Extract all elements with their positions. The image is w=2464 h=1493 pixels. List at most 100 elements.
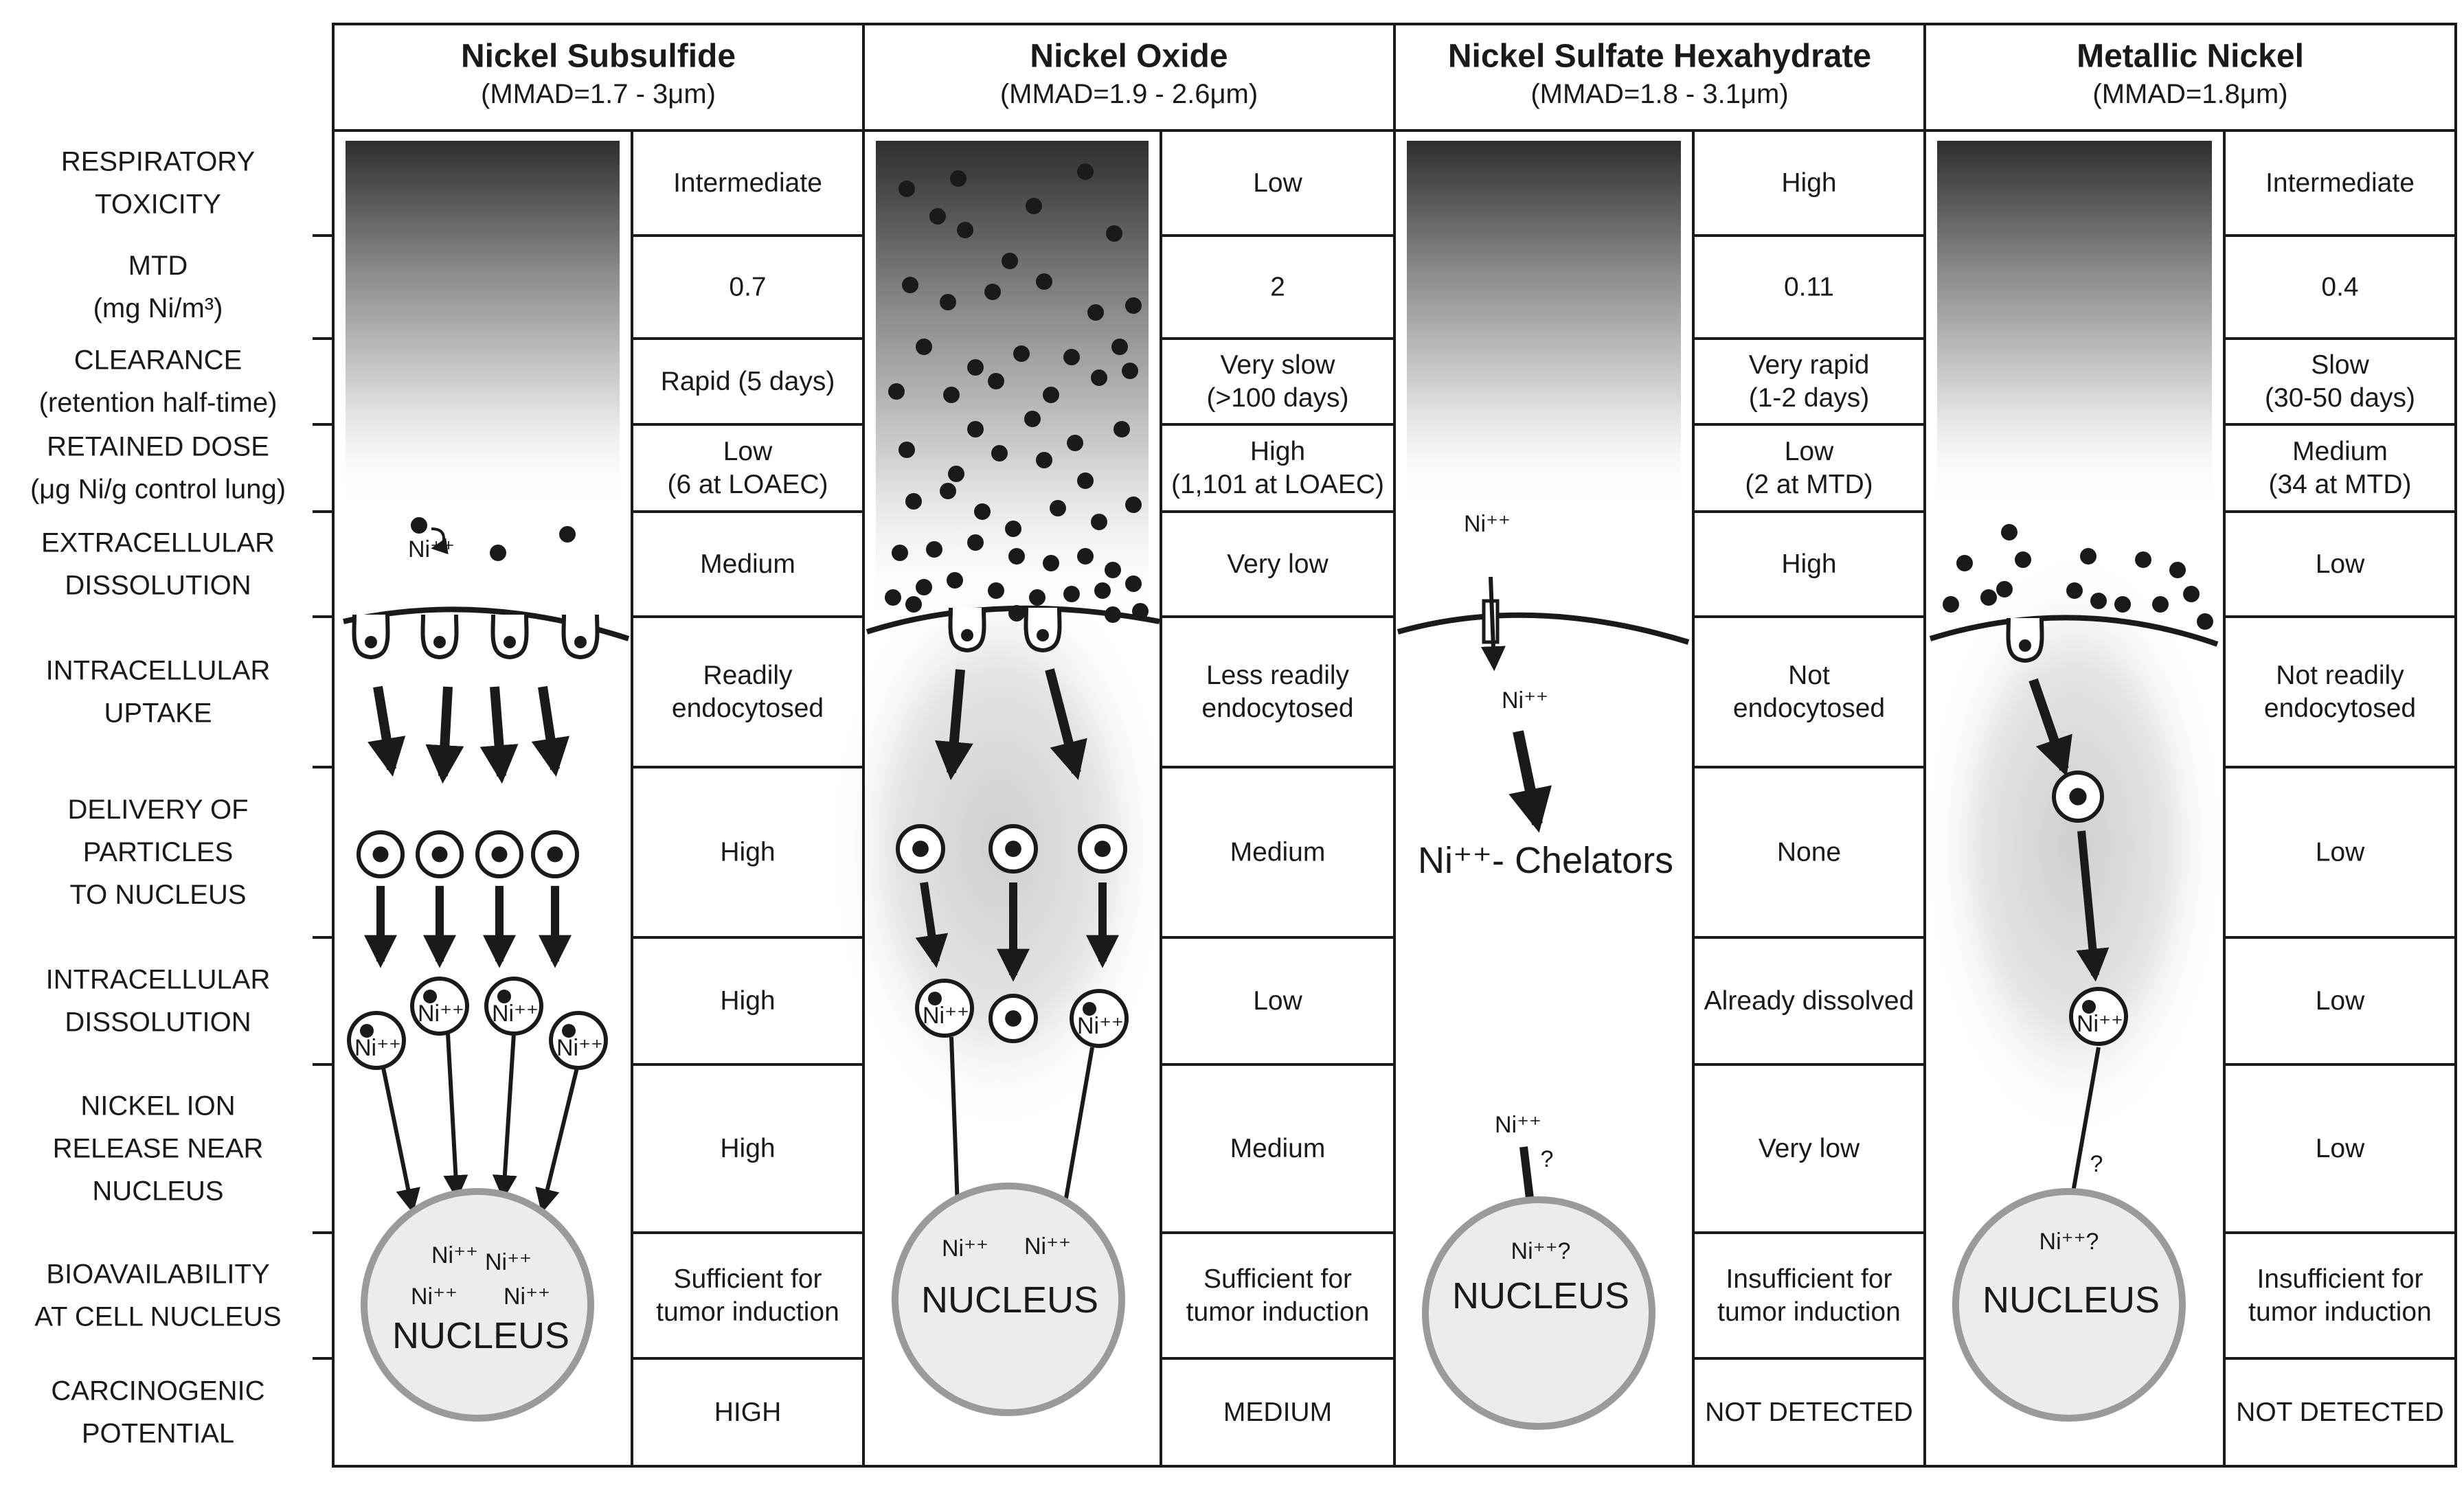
cell-membrane	[1929, 615, 2219, 647]
dissolution-arrow	[431, 527, 449, 555]
ion-label: Ni⁺⁺	[1077, 1013, 1124, 1039]
particle	[1029, 589, 1045, 606]
value-cell: Low(6 at LOAEC)	[667, 437, 828, 499]
ion-label: Ni⁺⁺	[2077, 1011, 2123, 1037]
dissolving-vesicle: Ni⁺⁺	[2069, 987, 2128, 1046]
arrow	[1045, 668, 1087, 780]
airborne-particle-gradient	[346, 141, 620, 512]
value-cell: Low	[1253, 986, 1302, 1016]
particle	[559, 526, 576, 543]
value-cell: High	[720, 986, 775, 1016]
ion-label: Ni⁺⁺	[492, 1001, 539, 1027]
nucleus-label: NUCLEUS	[921, 1279, 1098, 1321]
particle	[948, 466, 964, 482]
arrow	[368, 685, 406, 777]
particle	[1125, 575, 1142, 592]
vesicle-particle	[423, 990, 437, 1003]
dissolving-vesicle: Ni⁺⁺	[1070, 989, 1129, 1048]
arrow	[492, 1033, 517, 1200]
particle	[1067, 435, 1083, 451]
ion-question-label: Ni⁺⁺?	[1511, 1238, 1571, 1264]
particle	[1094, 582, 1111, 599]
value-cell: Low(2 at MTD)	[1745, 437, 1873, 499]
question-mark: ?	[2090, 1151, 2103, 1177]
ion-label: Ni⁺⁺	[1502, 687, 1548, 714]
particle	[2001, 524, 2017, 540]
particle	[940, 294, 956, 310]
value-cell: 0.7	[729, 273, 766, 302]
ion-label: Ni⁺⁺	[485, 1249, 532, 1275]
particle	[898, 442, 915, 458]
value-cell: Low	[2316, 986, 2365, 1016]
particle	[2135, 551, 2151, 568]
column-title: Nickel Oxide	[1030, 38, 1228, 75]
particle	[2197, 613, 2213, 630]
pit-particle	[2019, 639, 2031, 652]
value-cell: Low	[2316, 1134, 2365, 1163]
ion-label: Ni⁺⁺	[431, 1242, 478, 1268]
pit-particle	[504, 636, 516, 648]
value-cell: Very slow(>100 days)	[1206, 350, 1348, 413]
vesicle-particle	[2082, 1000, 2096, 1014]
arrow	[2076, 830, 2110, 982]
endosome-vesicle	[988, 994, 1038, 1043]
vesicle-particle	[491, 846, 508, 863]
column-subtitle: (MMAD=1.9 - 2.6μm)	[1000, 79, 1258, 109]
particle	[1111, 339, 1128, 355]
vesicle-particle	[547, 846, 563, 863]
column-subtitle: (MMAD=1.7 - 3μm)	[481, 79, 716, 109]
column-subtitle: (MMAD=1.8μm)	[2092, 79, 2287, 109]
value-cell: Already dissolved	[1704, 986, 1914, 1016]
dissolving-vesicle: Ni⁺⁺	[410, 977, 469, 1036]
particle	[1106, 225, 1122, 242]
particle	[1087, 304, 1104, 321]
particle	[1077, 163, 1094, 180]
particle	[885, 589, 901, 606]
dissolving-vesicle: Ni⁺⁺	[915, 979, 974, 1038]
row-label: RETAINED DOSE(μg Ni/g control lung)	[30, 432, 286, 505]
particle	[2152, 596, 2169, 613]
arrow	[531, 685, 570, 777]
particle	[1063, 349, 1080, 365]
particle	[898, 181, 915, 197]
ion-label: Ni⁺⁺	[923, 1003, 969, 1029]
vesicle-particle	[1005, 841, 1021, 857]
row-label: CLEARANCE(retention half-time)	[39, 345, 278, 418]
ion-label: Ni⁺⁺	[556, 1035, 603, 1061]
particle	[411, 517, 427, 534]
particle	[2015, 551, 2031, 568]
value-cell: MEDIUM	[1223, 1398, 1332, 1427]
vesicle-particle	[2069, 788, 2087, 806]
ion-label: Ni⁺⁺	[1024, 1233, 1071, 1260]
value-cell: Slow(30-50 days)	[2265, 350, 2415, 413]
arrow	[381, 1067, 420, 1214]
column-subtitle: (MMAD=1.8 - 3.1μm)	[1530, 79, 1788, 109]
particle	[974, 503, 991, 520]
vesicle-particle	[360, 1024, 374, 1038]
value-cell: 0.11	[1784, 273, 1834, 302]
airborne-particle-gradient	[1937, 141, 2212, 512]
question-mark: ?	[1541, 1146, 1554, 1172]
chelators-label: Ni⁺⁺- Chelators	[1418, 840, 1673, 881]
value-cell: Low	[2316, 838, 2365, 867]
vesicle-particle	[562, 1024, 576, 1038]
value-cell: None	[1777, 838, 1841, 867]
value-cell: High	[720, 1134, 775, 1163]
particle	[916, 339, 932, 355]
vesicle-particle	[431, 846, 448, 863]
endosome-vesicle	[988, 824, 1038, 874]
row-label: MTD(mg Ni/m³)	[93, 251, 223, 323]
arrow	[934, 669, 973, 781]
particle	[892, 545, 908, 561]
particle	[2169, 562, 2186, 578]
vesicle-particle	[912, 841, 929, 857]
particle	[2080, 548, 2096, 565]
particle	[888, 383, 905, 400]
